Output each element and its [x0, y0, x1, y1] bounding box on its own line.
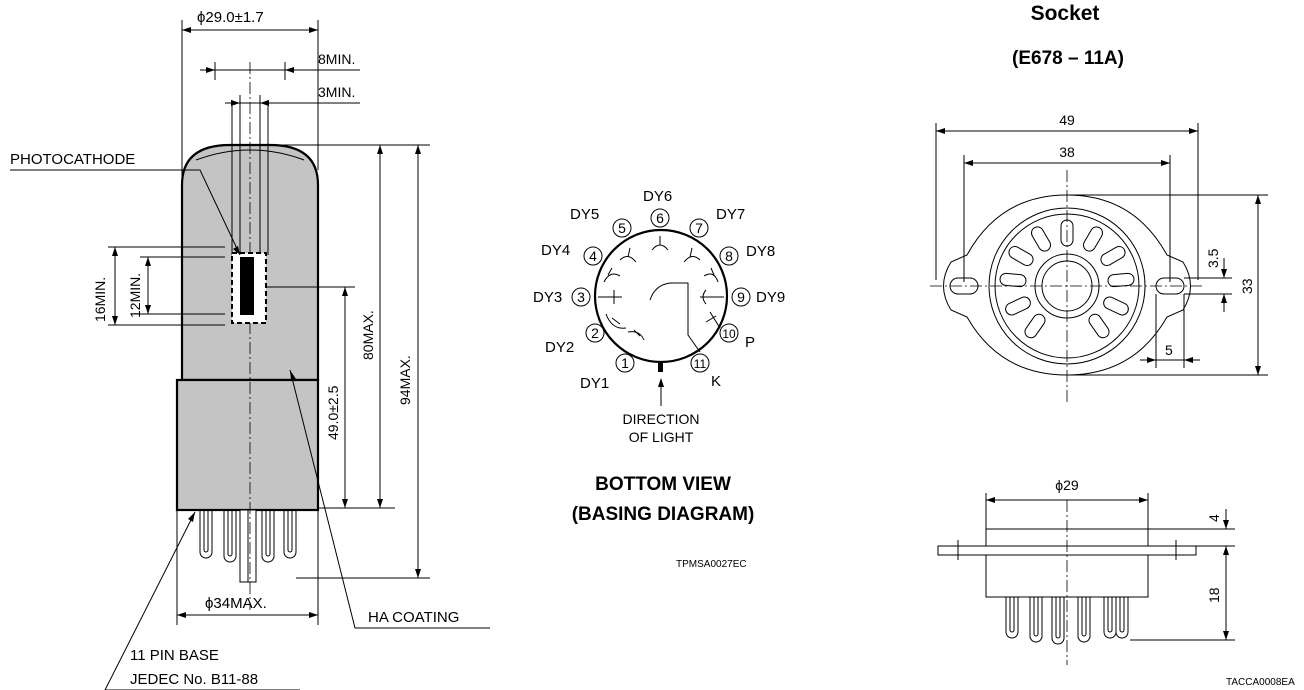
- pin-9-number: 9: [737, 289, 745, 305]
- pin-2-label: DY2: [545, 339, 574, 356]
- tube-outline-drawing: [175, 62, 320, 610]
- socket-model: (E678 – 11A): [1012, 48, 1124, 69]
- pin-circles: [571, 208, 751, 373]
- base-type-label: 11 PIN BASE: [130, 647, 219, 664]
- socket-top-dimensions: [935, 123, 1268, 376]
- pin-6-number: 6: [656, 210, 664, 226]
- socket-side-view: [937, 500, 1197, 665]
- socket-title: Socket: [1031, 2, 1100, 25]
- tube-12min-label: 12MIN.: [127, 273, 143, 318]
- tube-49-label: 49.0±2.5: [325, 385, 341, 440]
- pin-4-label: DY4: [541, 242, 570, 259]
- socket-height-33-label: 33: [1239, 278, 1255, 294]
- pin-10-number: 10: [722, 327, 736, 341]
- socket-drawing-code: TACCA0008EA: [1226, 677, 1295, 688]
- pin-7-label: DY7: [716, 206, 745, 223]
- pin-5-label: DY5: [570, 206, 599, 223]
- pin-11-number: 11: [694, 357, 707, 371]
- bottom-view-title: BOTTOM VIEW: [595, 474, 731, 495]
- pin-1-label: DY1: [580, 375, 609, 392]
- pin-3-number: 3: [577, 289, 585, 305]
- basing-drawing-code: TPMSA0027EC: [676, 559, 747, 570]
- jedec-label: JEDEC No. B11-88: [130, 671, 258, 688]
- pin-2-number: 2: [591, 325, 599, 341]
- pin-4-number: 4: [589, 248, 597, 264]
- tube-8min-label: 8MIN.: [318, 51, 355, 67]
- socket-hole-spacing-38-label: 38: [1059, 144, 1075, 160]
- pin-3-label: DY3: [533, 289, 562, 306]
- socket-diameter-29-label: ϕ29: [1055, 477, 1079, 493]
- tube-16min-label: 16MIN.: [92, 277, 108, 322]
- tube-dimensions: [10, 20, 490, 690]
- pin-1-number: 1: [621, 355, 629, 371]
- photocathode-label: PHOTOCATHODE: [10, 151, 135, 168]
- pin-8-number: 8: [725, 248, 733, 264]
- basing-diagram-title: (BASING DIAGRAM): [572, 504, 755, 525]
- tube-80max-label: 80MAX.: [360, 310, 376, 360]
- direction-light-line2: OF LIGHT: [629, 429, 694, 445]
- basing-diagram: [593, 228, 729, 406]
- tube-diameter-base-label: ϕ34MAX.: [205, 595, 267, 612]
- socket-width-49-label: 49: [1059, 112, 1075, 128]
- pin-6-label: DY6: [643, 188, 672, 205]
- tube-94max-label: 94MAX.: [397, 355, 413, 405]
- pin-5-number: 5: [618, 220, 626, 236]
- socket-slot-5-label: 5: [1165, 342, 1173, 358]
- pin-10-label: P: [745, 334, 755, 351]
- ha-coating-label: HA COATING: [368, 609, 459, 626]
- pin-11-label: K: [711, 373, 721, 390]
- socket-top-view: [930, 170, 1205, 405]
- pin-9-label: DY9: [756, 289, 785, 306]
- socket-slot-3-5-label: 3.5: [1205, 248, 1221, 268]
- direction-light-line1: DIRECTION: [623, 411, 700, 427]
- tube-diameter-top-label: ϕ29.0±1.7: [197, 9, 264, 26]
- tube-3min-label: 3MIN.: [318, 84, 355, 100]
- socket-depth-18-label: 18: [1206, 587, 1222, 603]
- pin-8-label: DY8: [746, 243, 775, 260]
- socket-flange-4-label: 4: [1206, 514, 1222, 522]
- pin-7-number: 7: [695, 220, 703, 236]
- socket-side-dimensions: [985, 493, 1235, 641]
